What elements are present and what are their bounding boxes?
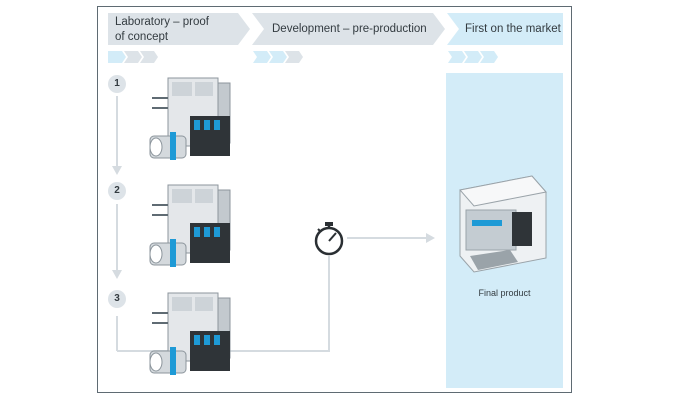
step-badge-1: 1	[108, 75, 126, 93]
final-product-label: Final product	[478, 288, 531, 298]
phase-header-market	[447, 13, 563, 45]
chevron-row-development	[253, 51, 303, 63]
phase-label-development: Development – pre-production	[272, 23, 427, 35]
step-badge-2: 2	[108, 182, 126, 200]
phase-label-market: First on the market	[465, 23, 561, 35]
phase-label-laboratory: Laboratory – proof of concept	[115, 16, 209, 43]
device-module-1	[149, 77, 231, 160]
device-module-3	[149, 292, 231, 375]
device-module-2	[149, 184, 231, 267]
step-badge-3: 3	[108, 290, 126, 308]
diagram-frame	[97, 6, 572, 393]
flow-arrowhead	[426, 233, 435, 243]
chevron-row-laboratory	[108, 51, 158, 63]
chevron-row-market	[448, 51, 498, 63]
final-product-machine	[459, 175, 547, 273]
stopwatch-icon	[314, 222, 344, 256]
phase-header-development	[252, 13, 445, 45]
phase-header-laboratory	[108, 13, 250, 45]
